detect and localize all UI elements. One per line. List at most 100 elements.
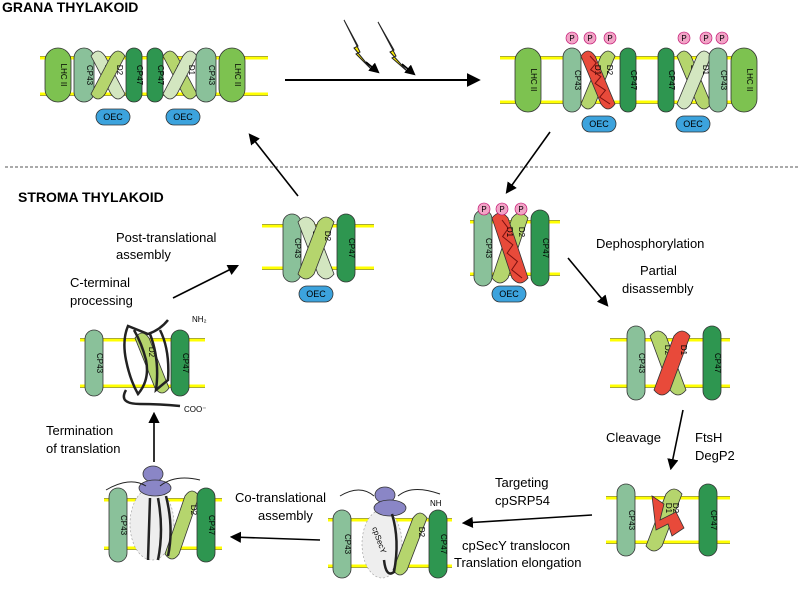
step-label-cotranslational: Co-translational xyxy=(235,490,326,505)
d2-protein-label: D2 xyxy=(189,505,198,516)
nh-terminus: NH xyxy=(430,499,442,508)
ribosome-small-subunit xyxy=(142,465,164,483)
phosphate-group xyxy=(514,202,528,216)
cp47-protein xyxy=(619,47,637,113)
phosphate-label: P xyxy=(481,205,486,214)
phosphate-group xyxy=(565,31,579,45)
cp47-protein-label: CP47 xyxy=(541,238,550,259)
stroma-thylakoid-header: STROMA THYLAKOID xyxy=(18,189,164,205)
step-label-c-terminal: C-terminal xyxy=(70,275,130,290)
step-label-secy: cpSecY translocon xyxy=(462,538,570,553)
oec-complex xyxy=(298,285,334,303)
d1-protein-label: D1 xyxy=(187,65,196,76)
translocon-region xyxy=(129,487,175,561)
cp47-protein xyxy=(336,213,356,283)
arrow-cleavage xyxy=(667,409,684,471)
cp43-protein-label: CP43 xyxy=(719,70,728,91)
cp43-protein-label: CP43 xyxy=(343,534,352,555)
mrna-strand xyxy=(339,489,441,497)
oec-complex xyxy=(581,115,617,133)
grana-damaged-dimer: LHC IICP43D2D1CP47CP47D2D1CP43LHC IIPPPP… xyxy=(500,31,758,133)
cp47-protein-label: CP47 xyxy=(709,510,718,531)
cp43-protein xyxy=(616,483,636,557)
cp47-protein-label: CP47 xyxy=(713,353,722,374)
cp47-protein xyxy=(698,483,718,557)
phosphate-group xyxy=(677,31,691,45)
step-label-targeting: cpSRP54 xyxy=(495,493,550,508)
d2-protein-label: D2 xyxy=(605,65,614,76)
phosphate-label: P xyxy=(703,34,708,43)
cp47-protein xyxy=(125,47,143,103)
damage-mark xyxy=(501,219,523,279)
oec-complex xyxy=(675,115,711,133)
lhcii-protein-label: LHC II xyxy=(59,64,68,87)
cp47-protein-label: CP47 xyxy=(181,353,190,374)
oec-complex xyxy=(165,108,201,126)
nascent-d1-chain xyxy=(382,513,398,575)
oec-complex xyxy=(95,108,131,126)
cp43-protein xyxy=(108,487,128,563)
lhcii-protein xyxy=(44,47,72,103)
lhcii-protein-label: LHC II xyxy=(233,64,242,87)
cp43-protein xyxy=(282,213,302,283)
cp43-protein-label: CP43 xyxy=(119,515,128,536)
d1-fragment-label: D1 xyxy=(664,503,673,514)
arrow-return-to-grana xyxy=(248,133,299,197)
oec-label: OEC xyxy=(683,119,703,129)
light-bolt-icon xyxy=(377,21,416,76)
lhcii-protein-label: LHC II xyxy=(745,69,754,92)
oec-label: OEC xyxy=(173,112,193,122)
d2-protein xyxy=(164,490,200,560)
phosphate-group xyxy=(699,31,713,45)
lhcii-protein xyxy=(730,47,758,113)
d2-protein-label: D2 xyxy=(671,503,680,514)
cp43-protein-label: CP43 xyxy=(95,353,104,374)
lhcii-protein xyxy=(218,47,246,103)
cp43-protein-label: CP43 xyxy=(207,65,216,86)
step-label-post-translational: Post-translational xyxy=(116,230,217,245)
cp43-protein xyxy=(708,47,728,113)
d2-protein xyxy=(297,216,335,280)
step-label-dephosphorylation: Dephosphorylation xyxy=(596,236,704,251)
d1-damaged-protein xyxy=(491,212,529,284)
nascent-d1-chain xyxy=(146,495,172,561)
cp47-protein xyxy=(702,325,722,401)
cp43-protein-label: CP43 xyxy=(293,238,302,259)
oec-complex xyxy=(491,285,527,303)
cp47-protein-label: CP47 xyxy=(135,65,144,86)
protease-degp2: DegP2 xyxy=(695,448,735,463)
step-label-c-terminal: processing xyxy=(70,293,133,308)
step-label-termination: Termination xyxy=(46,423,113,438)
d1-damaged-protein-label: D1 xyxy=(505,227,514,238)
oec-label: OEC xyxy=(103,112,123,122)
assembled-monomer: CP43D1D2CP47OEC xyxy=(262,213,374,303)
d2-protein-label: D2 xyxy=(517,227,526,238)
step-label-cotranslational: assembly xyxy=(258,508,313,523)
cp47-protein xyxy=(657,47,675,113)
ribosome-large-subunit xyxy=(373,499,407,517)
d1-fragments xyxy=(651,495,685,537)
d2-protein-label: D2 xyxy=(663,345,672,356)
phosphate-label: P xyxy=(569,34,574,43)
phosphate-label: P xyxy=(587,34,592,43)
arrow-migration-to-stroma xyxy=(505,131,551,194)
cp47-protein xyxy=(428,509,448,579)
arrow-cotranslational xyxy=(229,531,321,543)
cp47-protein-label: CP47 xyxy=(629,70,638,91)
phosphate-label: P xyxy=(719,34,724,43)
lhcii-protein-label: LHC II xyxy=(529,69,538,92)
d1-damaged-protein xyxy=(653,330,691,396)
step-label-partial-disassembly: disassembly xyxy=(622,281,694,296)
d1-protein-label: D1 xyxy=(701,65,710,76)
d2-protein-label: D2 xyxy=(147,347,156,358)
d2-protein-label: D2 xyxy=(417,527,426,538)
d1-damaged-protein-label: D1 xyxy=(593,65,602,76)
step-label-cleavage: Cleavage xyxy=(606,430,661,445)
protease-ftsh: FtsH xyxy=(695,430,722,445)
d2-protein-label: D2 xyxy=(115,65,124,76)
phosphate-group xyxy=(477,202,491,216)
arrow-c-terminal-processing xyxy=(172,264,240,299)
